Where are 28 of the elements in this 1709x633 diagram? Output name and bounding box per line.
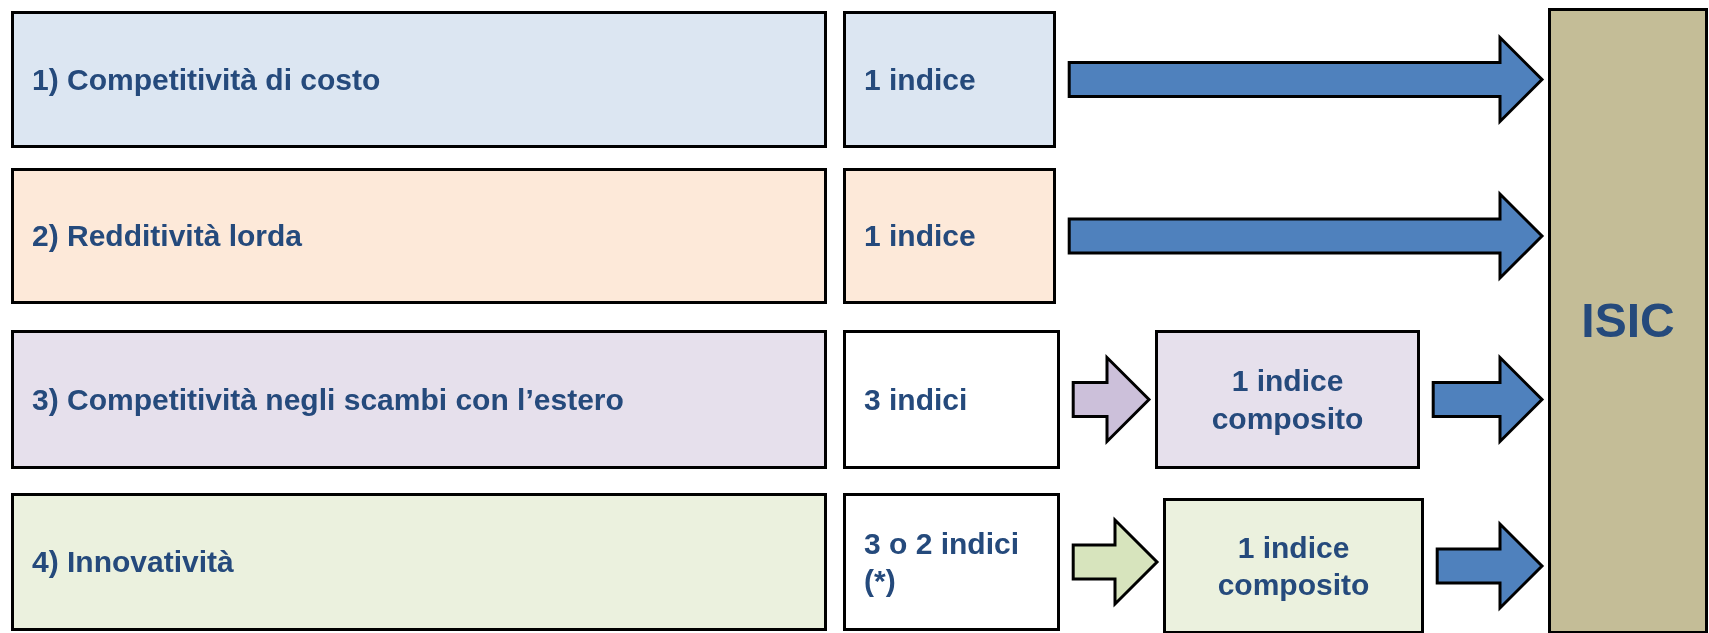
block-arrow	[1067, 190, 1545, 282]
text-box	[1163, 498, 1424, 633]
text-box	[1155, 330, 1420, 469]
block-arrow	[1067, 33, 1545, 126]
text-box	[843, 168, 1056, 304]
box-label: 3 o 2 indici (*)	[864, 525, 1021, 599]
box-label: 2) Redditività lorda	[32, 218, 303, 255]
block-arrow	[1071, 353, 1152, 446]
text-box	[1548, 8, 1708, 633]
text-box	[11, 330, 827, 469]
box-label: 3 indici	[864, 381, 968, 418]
text-box	[843, 330, 1060, 469]
text-box	[843, 11, 1056, 148]
text-box	[11, 493, 827, 631]
box-label: 3) Competitività negli scambi con l’estero	[32, 381, 624, 418]
box-label: 1 indice composito	[1210, 363, 1365, 437]
box-label: 1 indice	[864, 218, 976, 255]
text-box	[11, 168, 827, 304]
block-arrow	[1071, 516, 1160, 608]
box-label: 1) Competitività di costo	[32, 61, 381, 98]
text-box	[843, 493, 1060, 631]
block-arrow	[1431, 353, 1545, 446]
text-box	[11, 11, 827, 148]
box-label: 1 indice composito	[1216, 529, 1371, 603]
box-label: 4) Innovatività	[32, 544, 234, 581]
box-label: 1 indice	[864, 61, 976, 98]
box-label: ISIC	[1581, 293, 1675, 349]
block-arrow	[1435, 520, 1545, 612]
